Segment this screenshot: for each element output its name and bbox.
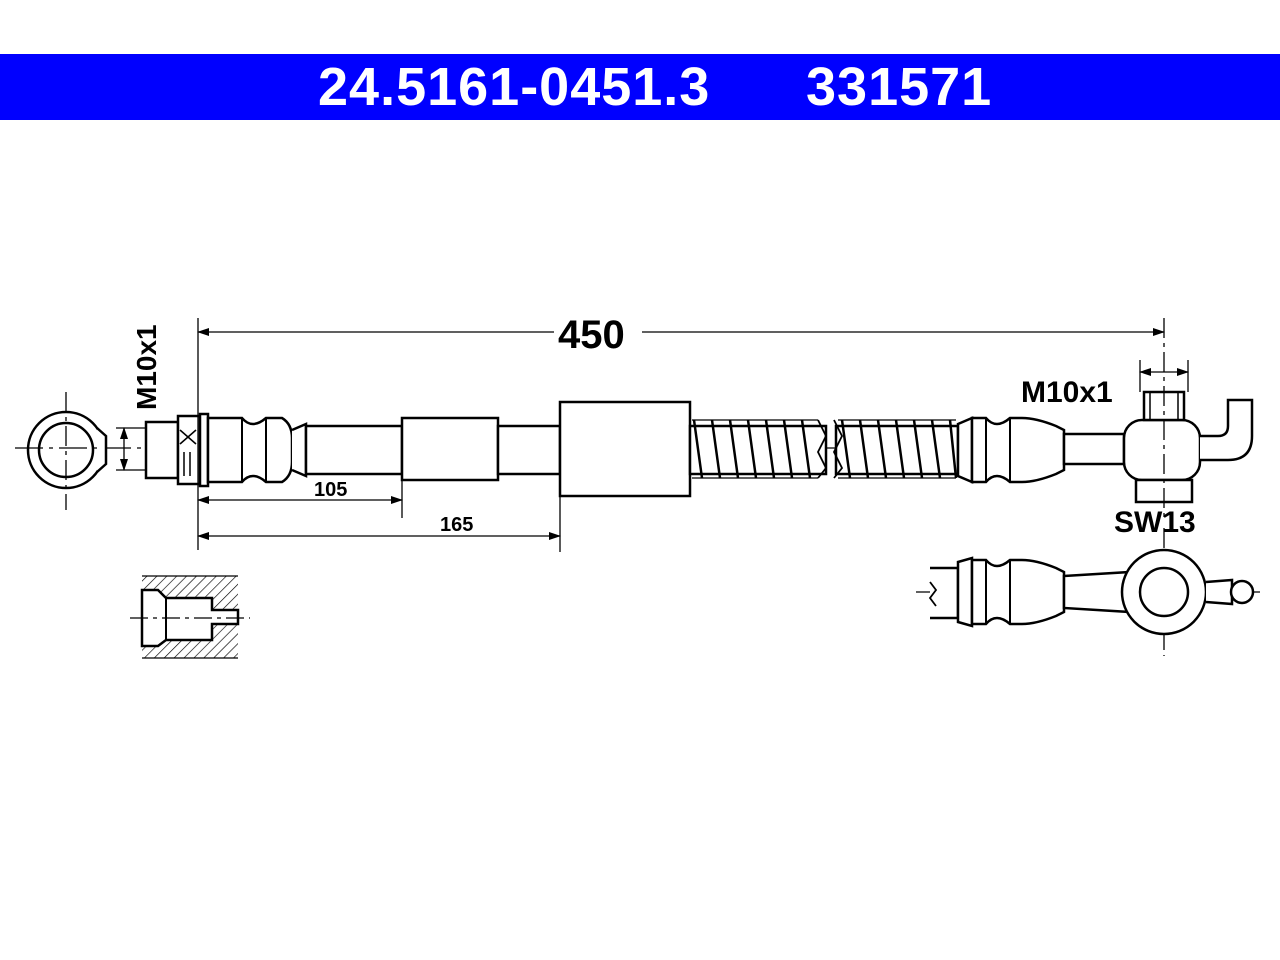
overall-length-dimension: 450 — [197, 313, 1165, 550]
dimension-105: 105 — [197, 479, 403, 518]
right-thread-dimension: M10x1 SW13 — [1021, 318, 1196, 539]
left-thread-label: M10x1 — [131, 324, 162, 410]
right-thread-label: M10x1 — [1021, 376, 1113, 409]
dimension-105-label: 105 — [314, 479, 347, 501]
reference-number: 331571 — [806, 57, 993, 117]
dimension-165: 165 — [197, 496, 561, 552]
right-fitting — [956, 390, 1254, 504]
hose-body — [304, 400, 960, 498]
section-view — [130, 575, 250, 659]
wrench-size-label: SW13 — [1114, 506, 1196, 539]
left-thread-dimension: M10x1 — [116, 324, 162, 471]
left-end-view — [26, 392, 108, 510]
part-number: 24.5161-0451.3 — [318, 57, 711, 117]
dimension-165-label: 165 — [440, 514, 473, 536]
right-fitting-top-view — [916, 528, 1264, 656]
overall-length-label: 450 — [558, 313, 625, 357]
spring-guard — [692, 419, 958, 479]
left-fitting — [144, 412, 308, 488]
header-band: 24.5161-0451.3 331571 — [0, 54, 1280, 120]
